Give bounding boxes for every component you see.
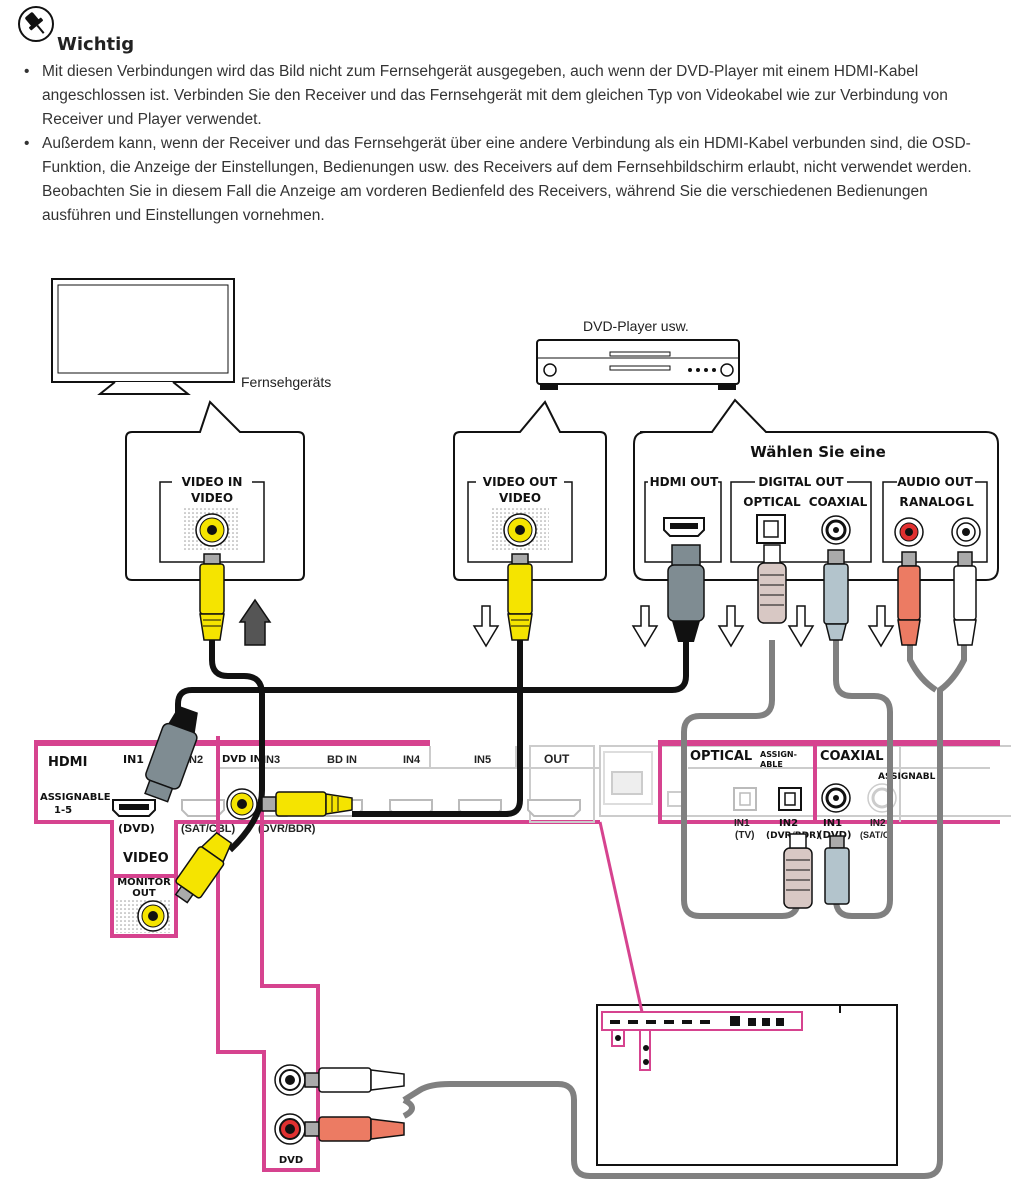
coaxial-out-label: COAXIAL bbox=[809, 495, 868, 509]
digital-out-group: DIGITAL OUT bbox=[758, 475, 844, 489]
receiver-in5-label: IN5 bbox=[474, 754, 491, 766]
receiver-dvd-in-video-jack bbox=[226, 788, 258, 820]
receiver-optical-in2-jack bbox=[778, 787, 802, 811]
tv-video-jack bbox=[195, 513, 229, 547]
rca-plug-white-dvd bbox=[953, 551, 977, 646]
rca-plug-red-receiver bbox=[304, 1116, 405, 1142]
dvd-audio-l-jack bbox=[951, 517, 981, 547]
receiver-in3-label: IN3 bbox=[263, 754, 280, 766]
coaxial-plug-dvd bbox=[823, 549, 849, 641]
optical-plug-dvd bbox=[757, 544, 787, 624]
receiver-opt-in2: IN2 bbox=[779, 818, 798, 829]
receiver-assignabl-label: ASSIGNABL bbox=[878, 772, 936, 782]
receiver-hdmi-label: HDMI bbox=[48, 755, 87, 770]
audio-out-group: AUDIO OUT bbox=[897, 475, 973, 489]
hdmi-out-group: HDMI OUT bbox=[650, 475, 720, 489]
receiver-assignable-range: 1-5 bbox=[54, 805, 72, 816]
hdmi-cable bbox=[175, 640, 689, 730]
dvd-video-cable bbox=[352, 640, 523, 817]
receiver-dvd-in-label: DVD IN bbox=[222, 754, 262, 765]
receiver-out-label: OUT bbox=[544, 752, 570, 766]
receiver-in4-label: IN4 bbox=[403, 754, 421, 766]
pin-icon bbox=[18, 6, 54, 42]
important-notes: Mit diesen Verbindungen wird das Bild ni… bbox=[22, 60, 990, 228]
receiver-bd-in-label: BD IN bbox=[327, 754, 357, 766]
optical-cable bbox=[681, 640, 801, 919]
receiver-coax-in1: IN1 bbox=[823, 818, 842, 829]
dvd-video-port-label: VIDEO bbox=[499, 491, 541, 505]
note-item: Mit diesen Verbindungen wird das Bild ni… bbox=[22, 60, 990, 132]
audio-r-label: R bbox=[899, 495, 908, 509]
tv-label: Fernsehgeräts bbox=[241, 374, 331, 390]
receiver-dvd-audio-l-jack bbox=[274, 1064, 306, 1096]
receiver-video-label: VIDEO bbox=[123, 851, 169, 866]
receiver-coaxial-in1-jack bbox=[821, 783, 851, 813]
tv-video-port-label: VIDEO bbox=[191, 491, 233, 505]
tv-callout bbox=[125, 400, 305, 581]
receiver-in1-label: IN1 bbox=[123, 753, 144, 766]
dvd-video-out-group: VIDEO OUT bbox=[483, 475, 558, 489]
optical-out-label: OPTICAL bbox=[743, 495, 801, 509]
dvd-audio-r-jack bbox=[894, 517, 924, 547]
receiver-opt-in1: IN1 bbox=[734, 818, 750, 829]
choose-one-label: Wählen Sie eine bbox=[750, 443, 886, 461]
receiver-assignable-label: ASSIGNABLE bbox=[40, 792, 111, 803]
receiver-hdmi-in1-jack bbox=[112, 799, 156, 817]
rca-plug-yellow-monitor bbox=[174, 831, 233, 904]
optical-plug-receiver bbox=[783, 833, 813, 909]
receiver-dvd-paren: (DVD) bbox=[118, 822, 155, 835]
coaxial-cable bbox=[833, 640, 893, 919]
note-item: Außerdem kann, wenn der Receiver und das… bbox=[22, 132, 990, 228]
receiver-dvd-audio-r-jack bbox=[274, 1113, 306, 1145]
receiver-monitor-label: MONITOR bbox=[117, 877, 171, 888]
dvd-player-icon bbox=[536, 339, 740, 390]
receiver-dvr-bdr: (DVR/BDR) bbox=[258, 823, 316, 835]
analog-audio-cable bbox=[402, 645, 967, 1179]
receiver-coaxial-label: COAXIAL bbox=[820, 749, 884, 764]
hdmi-plug-dvd bbox=[667, 544, 705, 642]
rca-plug-white-receiver bbox=[304, 1067, 405, 1093]
signal-arrows bbox=[472, 605, 895, 648]
rca-plug-yellow-dvd bbox=[507, 553, 533, 641]
dvd-optical-out-jack bbox=[756, 514, 786, 544]
receiver-overview-thumbnail bbox=[596, 1004, 898, 1166]
receiver-sat-cbl: (SAT/CBL) bbox=[181, 823, 236, 835]
rca-plug-yellow-dvd-in bbox=[261, 791, 353, 817]
receiver-opt-tv: (TV) bbox=[735, 830, 754, 841]
rca-plug-yellow-tv bbox=[199, 553, 225, 641]
tv-icon bbox=[51, 278, 235, 395]
dvd-coaxial-out-jack bbox=[821, 515, 851, 545]
page-title: Wichtig bbox=[57, 34, 135, 55]
tv-video-in-group: VIDEO IN bbox=[182, 475, 243, 489]
rca-plug-red-dvd bbox=[897, 551, 921, 646]
receiver-monitor-out-label: OUT bbox=[132, 888, 156, 899]
dvd-player-label: DVD-Player usw. bbox=[583, 318, 689, 334]
receiver-monitor-out-jack bbox=[137, 900, 169, 932]
dvd-hdmi-out-jack bbox=[663, 517, 705, 537]
audio-analog-label: ANALOG bbox=[909, 495, 965, 509]
up-arrow bbox=[238, 598, 272, 646]
audio-l-label: L bbox=[966, 495, 974, 509]
receiver-able-label: ABLE bbox=[760, 760, 783, 769]
coaxial-plug-receiver bbox=[824, 835, 850, 905]
receiver-assign-label: ASSIGN- bbox=[760, 750, 797, 759]
receiver-optical-in1-jack bbox=[733, 787, 757, 811]
hdmi-plug-receiver bbox=[144, 705, 198, 803]
receiver-coax-sat: (SAT/C bbox=[860, 830, 890, 840]
receiver-optical-label: OPTICAL bbox=[690, 749, 752, 764]
receiver-coax-in2: IN2 bbox=[870, 818, 886, 829]
tv-video-cable bbox=[209, 640, 265, 853]
dvd-video-jack bbox=[503, 513, 537, 547]
receiver-dvd-label: DVD bbox=[279, 1155, 303, 1166]
